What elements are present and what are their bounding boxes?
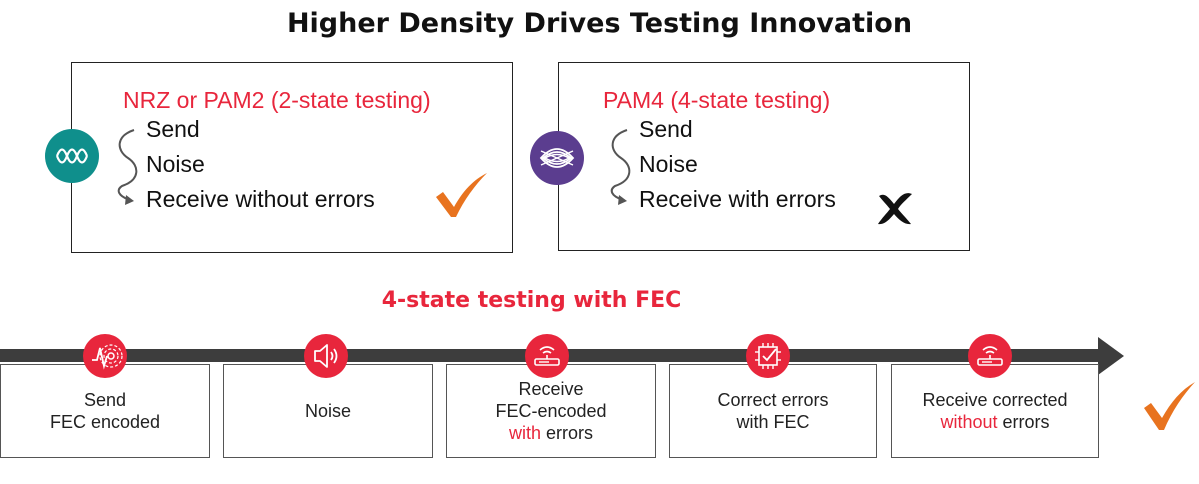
checkmark-icon (436, 173, 487, 217)
pam4-step-send: Send (639, 116, 693, 142)
pam4-eye-icon (530, 131, 584, 185)
nrz-step-send: Send (146, 116, 200, 142)
page-title: Higher Density Drives Testing Innovation (286, 8, 913, 39)
receiver-icon (525, 334, 569, 378)
speaker-icon (304, 334, 348, 378)
nrz-waveform-icon (45, 129, 99, 183)
nrz-heading: NRZ or PAM2 (2-state testing) (123, 87, 431, 113)
pam4-step-noise: Noise (639, 151, 698, 177)
receiver-icon (968, 334, 1012, 378)
cross-icon (878, 193, 912, 225)
nrz-step-receive: Receive without errors (146, 186, 375, 212)
fec-title: 4-state testing with FEC (381, 288, 682, 313)
fec-step-noise: Noise (223, 364, 433, 458)
chip-check-icon (746, 334, 790, 378)
signal-wave-icon (83, 334, 127, 378)
process-arrow-head (1098, 337, 1124, 375)
nrz-step-noise: Noise (146, 151, 205, 177)
checkmark-icon (1144, 382, 1195, 430)
pam4-heading: PAM4 (4-state testing) (603, 87, 831, 113)
flow-arrow-icon (610, 129, 631, 205)
pam4-step-receive: Receive with errors (639, 186, 836, 212)
flow-arrow-icon (117, 129, 138, 205)
nrz-box (71, 62, 513, 253)
